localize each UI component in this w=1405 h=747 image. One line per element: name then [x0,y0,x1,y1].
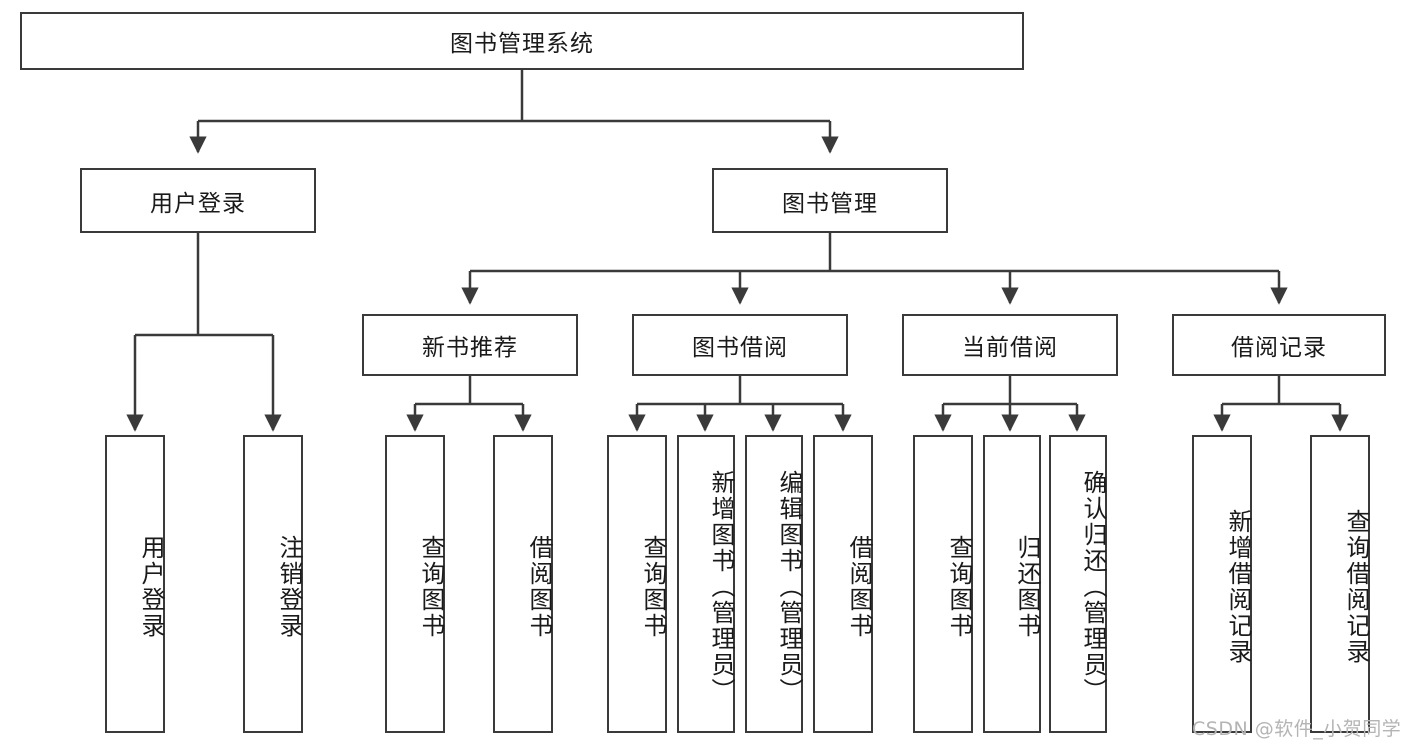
node-user-login[interactable]: 用户登录 [80,168,316,233]
node-leaf-confirm-return-label: 确认归还（管理员） [1079,470,1107,704]
node-leaf-add-book[interactable]: 新增图书（管理员） [677,435,735,733]
node-leaf-query-book-1[interactable]: 查询图书 [385,435,445,733]
node-leaf-add-record-label: 新增借阅记录 [1224,509,1252,665]
node-leaf-logout[interactable]: 注销登录 [243,435,303,733]
node-borrow-record-label: 借阅记录 [1231,335,1327,361]
node-book-manage[interactable]: 图书管理 [712,168,948,233]
node-leaf-user-login-label: 用户登录 [137,535,165,639]
node-leaf-user-login[interactable]: 用户登录 [105,435,165,733]
node-leaf-confirm-return[interactable]: 确认归还（管理员） [1049,435,1107,733]
node-root-label: 图书管理系统 [450,31,594,57]
node-leaf-query-book-3[interactable]: 查询图书 [913,435,973,733]
node-user-login-label: 用户登录 [150,190,246,217]
node-leaf-borrow-book-2[interactable]: 借阅图书 [813,435,873,733]
node-leaf-query-book-2[interactable]: 查询图书 [607,435,667,733]
node-leaf-borrow-book-2-label: 借阅图书 [845,535,873,639]
node-new-book-rec-label: 新书推荐 [422,335,518,361]
node-leaf-logout-label: 注销登录 [275,535,303,639]
node-leaf-edit-book[interactable]: 编辑图书（管理员） [745,435,803,733]
node-book-manage-label: 图书管理 [782,190,878,217]
node-borrow-record[interactable]: 借阅记录 [1172,314,1386,376]
node-book-borrow-label: 图书借阅 [692,335,788,361]
node-current-borrow[interactable]: 当前借阅 [902,314,1118,376]
node-leaf-query-book-2-label: 查询图书 [639,535,667,639]
node-leaf-add-book-label: 新增图书（管理员） [707,470,735,704]
node-leaf-return-book[interactable]: 归还图书 [983,435,1041,733]
node-leaf-query-record-label: 查询借阅记录 [1342,509,1370,665]
node-leaf-query-record[interactable]: 查询借阅记录 [1310,435,1370,733]
node-leaf-query-book-1-label: 查询图书 [417,535,445,639]
node-leaf-borrow-book-1-label: 借阅图书 [525,535,553,639]
node-new-book-rec[interactable]: 新书推荐 [362,314,578,376]
node-leaf-add-record[interactable]: 新增借阅记录 [1192,435,1252,733]
csdn-watermark: CSDN @软件_小贺同学 [1192,718,1402,740]
node-leaf-query-book-3-label: 查询图书 [945,535,973,639]
node-current-borrow-label: 当前借阅 [962,335,1058,361]
node-leaf-borrow-book-1[interactable]: 借阅图书 [493,435,553,733]
node-root[interactable]: 图书管理系统 [20,12,1024,70]
node-leaf-edit-book-label: 编辑图书（管理员） [775,470,803,704]
node-book-borrow[interactable]: 图书借阅 [632,314,848,376]
node-leaf-return-book-label: 归还图书 [1013,535,1041,639]
